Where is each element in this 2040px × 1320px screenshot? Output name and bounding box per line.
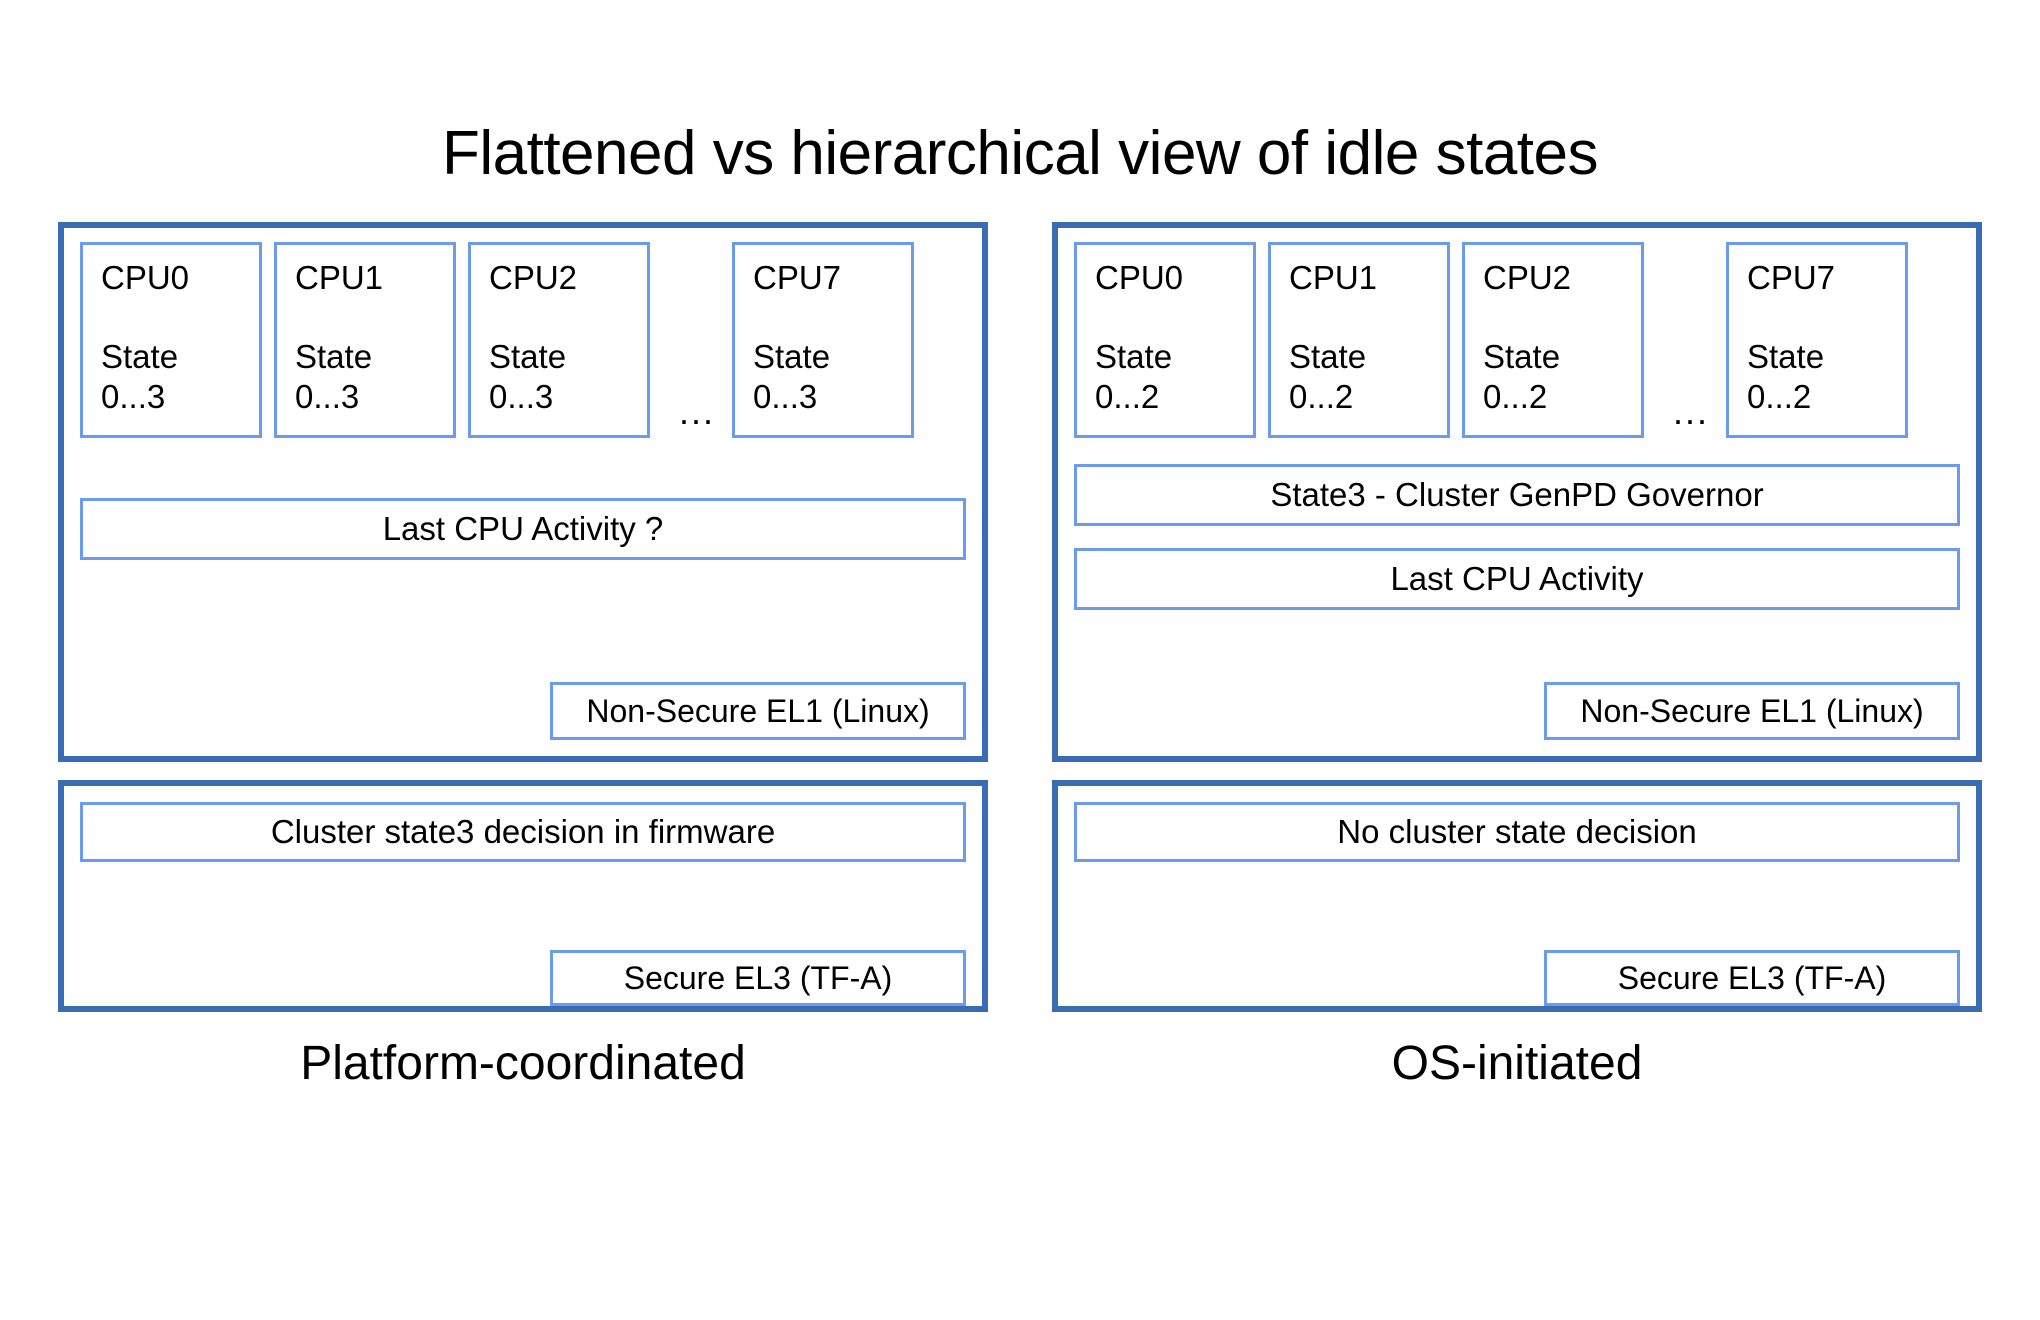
cluster-genpd-governor-box: State3 - Cluster GenPD Governor bbox=[1074, 464, 1960, 526]
cpu-box-cpu0-left: CPU0 State 0...3 bbox=[80, 242, 262, 438]
cpu-gap-right: ... bbox=[1656, 242, 1726, 438]
cpu-state-range: State 0...2 bbox=[1747, 338, 1825, 415]
exception-level-badge-el3-right: Secure EL3 (TF-A) bbox=[1544, 950, 1960, 1006]
caption-os-initiated: OS-initiated bbox=[1391, 1037, 1643, 1090]
exception-level-badge-el1-left: Non-Secure EL1 (Linux) bbox=[550, 682, 966, 740]
caption-platform-coordinated: Platform-coordinated bbox=[300, 1037, 746, 1090]
cpu-state-range: State 0...3 bbox=[295, 338, 373, 415]
cpu-box-cpu1-right: CPU1 State 0...2 bbox=[1268, 242, 1450, 438]
exception-level-badge-el3-left: Secure EL3 (TF-A) bbox=[550, 950, 966, 1006]
os-panel-left: CPU0 State 0...3 CPU1 State 0...3 CPU2 S… bbox=[58, 222, 988, 762]
firmware-panel-left: Cluster state3 decision in firmware Secu… bbox=[58, 780, 988, 1012]
cpu-row-right: CPU0 State 0...2 CPU1 State 0...2 CPU2 S… bbox=[1074, 242, 1960, 442]
cpu-box-cpu1-left: CPU1 State 0...3 bbox=[274, 242, 456, 438]
cpu-state-range: State 0...3 bbox=[489, 338, 567, 415]
cpu-label: CPU0 bbox=[1095, 259, 1184, 296]
diagram-column-platform-coordinated: CPU0 State 0...3 CPU1 State 0...3 CPU2 S… bbox=[58, 222, 988, 1012]
cpu-label: CPU1 bbox=[1289, 259, 1378, 296]
cpu-label: CPU7 bbox=[1747, 259, 1836, 296]
ellipsis-icon: ... bbox=[678, 391, 716, 432]
cpu-state-range: State 0...2 bbox=[1289, 338, 1367, 415]
page-title: Flattened vs hierarchical view of idle s… bbox=[441, 119, 1599, 188]
cpu-box-cpu2-left: CPU2 State 0...3 bbox=[468, 242, 650, 438]
last-cpu-activity-box-left: Last CPU Activity ? bbox=[80, 498, 966, 560]
cluster-decision-box-right: No cluster state decision bbox=[1074, 802, 1960, 862]
ellipsis-icon: ... bbox=[1672, 391, 1710, 432]
cpu-box-cpu2-right: CPU2 State 0...2 bbox=[1462, 242, 1644, 438]
cpu-gap-left: ... bbox=[662, 242, 732, 438]
cpu-label: CPU2 bbox=[489, 259, 578, 296]
cpu-label: CPU0 bbox=[101, 259, 190, 296]
cpu-label: CPU1 bbox=[295, 259, 384, 296]
os-panel-right: CPU0 State 0...2 CPU1 State 0...2 CPU2 S… bbox=[1052, 222, 1982, 762]
last-cpu-activity-box-right: Last CPU Activity bbox=[1074, 548, 1960, 610]
cluster-decision-box-left: Cluster state3 decision in firmware bbox=[80, 802, 966, 862]
cpu-state-range: State 0...3 bbox=[101, 338, 179, 415]
cpu-box-cpu0-right: CPU0 State 0...2 bbox=[1074, 242, 1256, 438]
exception-level-badge-el1-right: Non-Secure EL1 (Linux) bbox=[1544, 682, 1960, 740]
cpu-state-range: State 0...3 bbox=[753, 338, 831, 415]
diagram-column-os-initiated: CPU0 State 0...2 CPU1 State 0...2 CPU2 S… bbox=[1052, 222, 1982, 1012]
cpu-state-range: State 0...2 bbox=[1095, 338, 1173, 415]
cpu-label: CPU7 bbox=[753, 259, 842, 296]
cpu-state-range: State 0...2 bbox=[1483, 338, 1561, 415]
cpu-label: CPU2 bbox=[1483, 259, 1572, 296]
cpu-row-left: CPU0 State 0...3 CPU1 State 0...3 CPU2 S… bbox=[80, 242, 966, 442]
cpu-box-cpu7-right: CPU7 State 0...2 bbox=[1726, 242, 1908, 438]
firmware-panel-right: No cluster state decision Secure EL3 (TF… bbox=[1052, 780, 1982, 1012]
cpu-box-cpu7-left: CPU7 State 0...3 bbox=[732, 242, 914, 438]
